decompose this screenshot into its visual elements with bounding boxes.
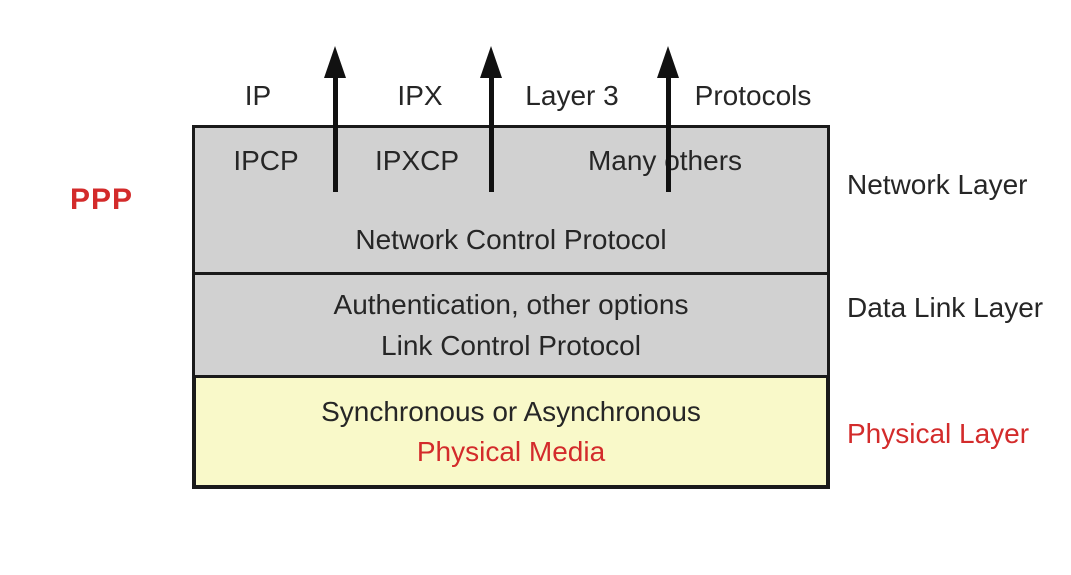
physical-sync-line: Synchronous or Asynchronous xyxy=(321,395,701,427)
network-layer-label: Network Layer xyxy=(847,169,1028,200)
up-arrow-icon xyxy=(323,46,347,192)
data-link-layer-label: Data Link Layer xyxy=(847,292,1044,323)
ncp-section-title: Network Control Protocol xyxy=(355,224,667,255)
ncp-cell-ipxcp: IPXCP xyxy=(374,145,460,176)
ncp-cell-ipcp: IPCP xyxy=(233,145,299,176)
up-arrow-icon xyxy=(479,46,503,192)
label-layer3: Layer 3 xyxy=(525,80,619,111)
arrow-tail xyxy=(665,70,671,192)
arrowhead xyxy=(657,46,679,78)
physical-media-label: Physical Media xyxy=(416,435,606,467)
up-arrow-icon xyxy=(656,46,680,192)
label-protocols: Protocols xyxy=(694,80,812,111)
network-control-protocol-section: IPCP IPXCP Many others Network Control P… xyxy=(192,125,830,275)
ncp-cell-many-others: Many others xyxy=(587,145,743,176)
label-ipx: IPX xyxy=(397,80,443,111)
arrowhead xyxy=(480,46,502,78)
lcp-section-title: Link Control Protocol xyxy=(381,329,641,361)
physical-layer-label: Physical Layer xyxy=(847,418,1030,449)
arrow-tail xyxy=(332,70,338,192)
arrowhead xyxy=(324,46,346,78)
physical-media-section: Synchronous or Asynchronous Physical Med… xyxy=(192,378,830,489)
link-control-protocol-section: Authentication, other options Link Contr… xyxy=(192,275,830,378)
arrow-tail xyxy=(488,70,494,192)
lcp-authentication-line: Authentication, other options xyxy=(333,288,689,320)
ppp-label: PPP xyxy=(70,183,134,216)
label-ip: IP xyxy=(244,80,272,111)
